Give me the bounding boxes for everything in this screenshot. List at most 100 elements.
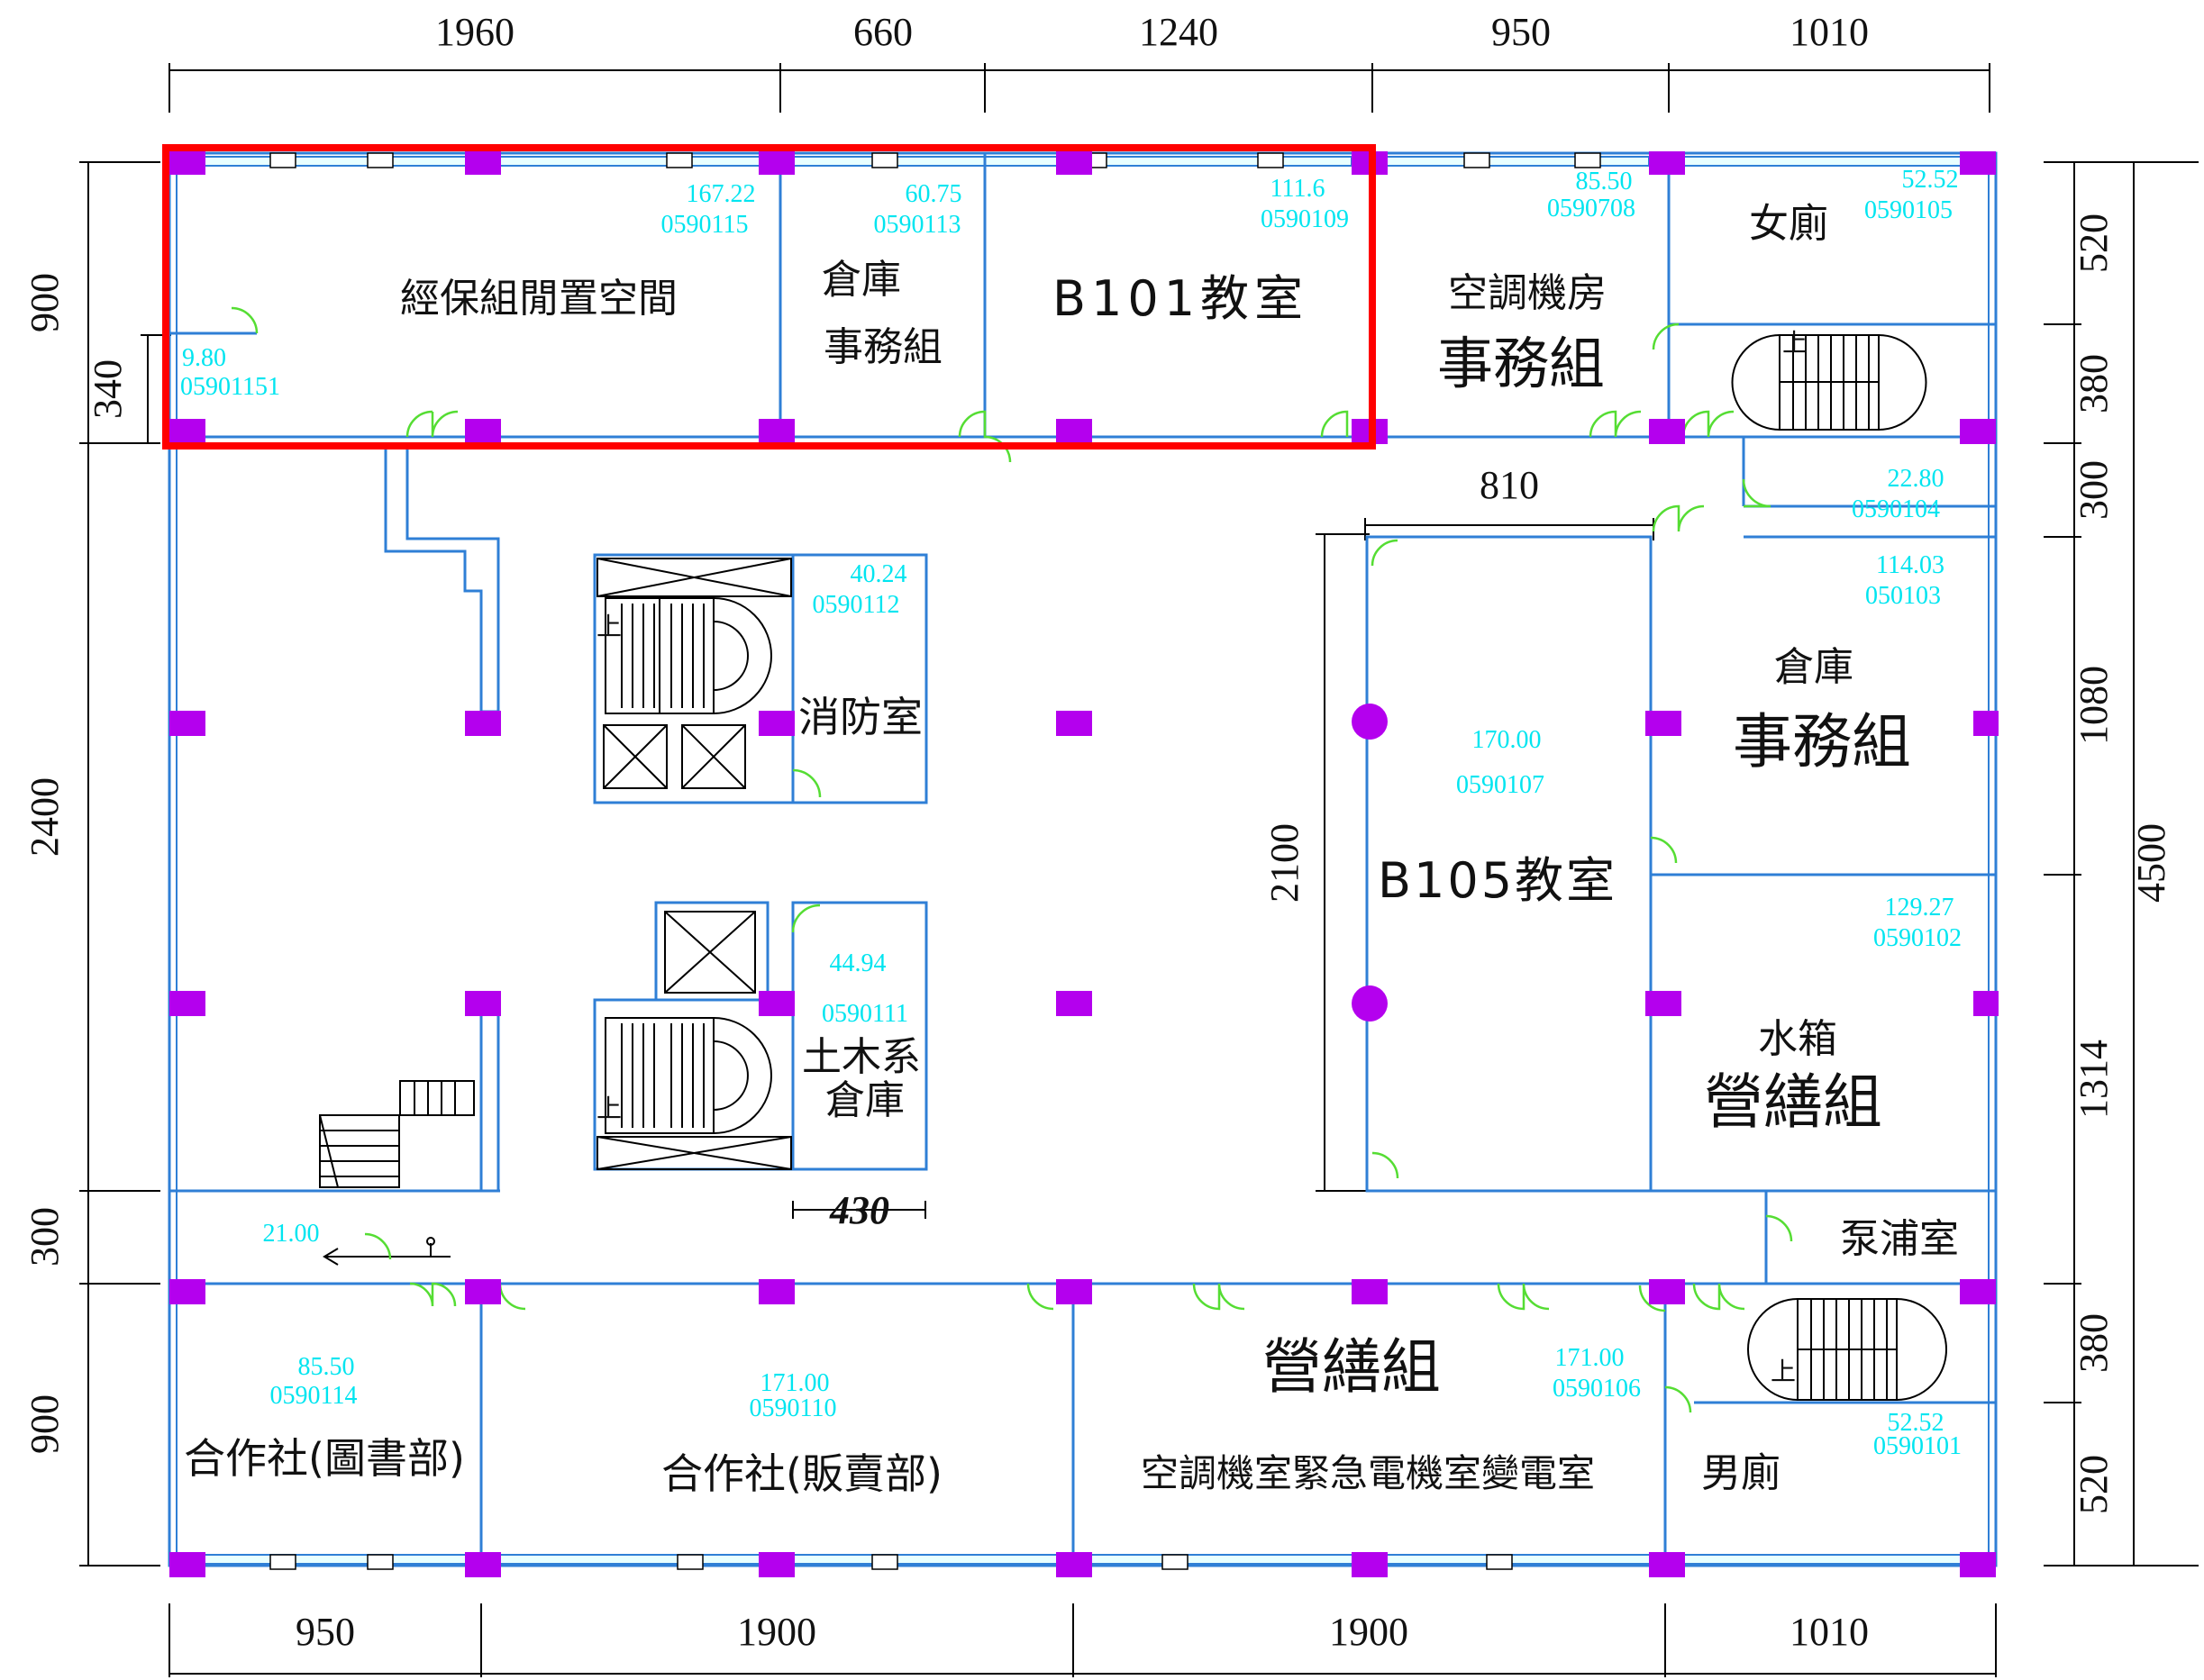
room-code: 05901151: [180, 373, 280, 401]
room-name: 事務組: [1733, 707, 1911, 776]
room-area: 60.75: [906, 180, 962, 208]
dim-top-3: 1240: [1139, 10, 1218, 54]
dim-left-3: 2400: [23, 777, 67, 857]
interior-walls: [169, 153, 1996, 1566]
dim-bottom-4: 1010: [1790, 1610, 1869, 1654]
dim-right-total: 4500: [2129, 823, 2173, 903]
stair-central-bottom: [605, 1017, 715, 1134]
stair-top-right: [1731, 334, 1927, 431]
room-area: 171.00: [760, 1369, 830, 1397]
dim-right-2: 380: [2072, 354, 2116, 413]
stair-up-label: 上: [1771, 1357, 1796, 1386]
room-name: 營繕組: [1704, 1067, 1882, 1137]
dim-left-2: 340: [86, 359, 130, 419]
dim-right-3: 300: [2072, 460, 2116, 520]
stair-up-label: 上: [1782, 328, 1808, 358]
room-name: 泵浦室: [1840, 1216, 1959, 1262]
room-name: 經保組閒置空間: [400, 276, 678, 322]
room-area: 52.52: [1888, 1409, 1944, 1437]
room-name: 合作社(圖書部): [184, 1434, 465, 1483]
room-name: 男廁: [1701, 1450, 1781, 1496]
dim-left-4: 300: [23, 1207, 67, 1267]
room-code: 0590111: [822, 1000, 908, 1028]
room-area: 167.22: [687, 180, 756, 208]
dim-top-5: 1010: [1790, 10, 1869, 54]
doors: [231, 306, 1793, 1413]
room-code: 0590102: [1873, 924, 1962, 952]
room-name: 營繕組: [1262, 1332, 1441, 1402]
dim-top-1: 1960: [435, 10, 515, 54]
room-name: 空調機房: [1448, 270, 1607, 316]
room-name: 事務組: [1437, 331, 1605, 396]
elevator-shaft-top: [597, 558, 792, 597]
room-name: 事務組: [824, 324, 943, 370]
dim-top-4: 950: [1491, 10, 1551, 54]
dim-right-1: 520: [2072, 213, 2116, 273]
room-code: 0590112: [813, 591, 900, 619]
dim-left-5: 900: [23, 1394, 67, 1454]
room-name: 合作社(販賣部): [661, 1449, 943, 1498]
dimension-lines: [79, 63, 2199, 1677]
outer-walls: [168, 151, 1998, 1567]
room-area: 22.80: [1888, 465, 1944, 493]
dim-right-4: 1080: [2072, 666, 2116, 745]
room-name: 水箱: [1758, 1016, 1837, 1062]
stair-up-label: 上: [597, 612, 622, 641]
room-name: 消防室: [798, 693, 923, 741]
columns: [169, 151, 1999, 1577]
dim-left-1: 900: [23, 273, 67, 332]
dim-right-5: 1314: [2072, 1040, 2116, 1119]
dimension-texts: 1960 660 1240 950 1010 950 1900 1900 101…: [23, 10, 2173, 1654]
room-code: 0590708: [1547, 195, 1635, 222]
room-labels: 167.22 0590115 經保組閒置空間 9.80 05901151 60.…: [180, 166, 1962, 1498]
room-name: 倉庫: [825, 1077, 905, 1123]
room-code: 0590109: [1261, 205, 1349, 233]
highlight-box: [162, 144, 1376, 450]
room-area: 114.03: [1876, 551, 1944, 579]
room-name: 土木系: [802, 1034, 921, 1080]
dim-bottom-3: 1900: [1329, 1610, 1408, 1654]
room-code: 0590114: [270, 1382, 358, 1410]
room-code: 0590110: [750, 1394, 837, 1422]
dim-bottom-1: 950: [296, 1610, 355, 1654]
room-area: 21.00: [263, 1220, 320, 1248]
room-area: 171.00: [1555, 1344, 1625, 1372]
room-name: 倉庫: [1774, 644, 1853, 690]
dim-right-7: 520: [2072, 1455, 2116, 1514]
room-code: 0590107: [1456, 771, 1544, 799]
room-area: 40.24: [851, 560, 907, 588]
room-name: 空調機室緊急電機室變電室: [1141, 1451, 1595, 1495]
stair-left: [319, 1080, 475, 1188]
room-area: 52.52: [1902, 166, 1959, 194]
room-code: 0590104: [1852, 495, 1940, 523]
room-name: B105教室: [1378, 852, 1617, 909]
room-code: 0590115: [661, 211, 749, 239]
room-area: 9.80: [182, 344, 226, 372]
room-name: 女廁: [1749, 201, 1828, 247]
dim-430: 430: [829, 1188, 889, 1232]
room-name: 倉庫: [822, 257, 901, 303]
room-area: 170.00: [1472, 726, 1542, 754]
stairs-elevators: 上 上 上 上: [319, 328, 1947, 1401]
room-area: 85.50: [1576, 168, 1633, 195]
stair-bottom-right: [1747, 1298, 1947, 1401]
room-code: 050103: [1865, 582, 1941, 610]
dim-bottom-2: 1900: [737, 1610, 816, 1654]
elevator-3: [664, 911, 756, 994]
room-code: 0590106: [1553, 1375, 1641, 1403]
room-code: 0590105: [1864, 196, 1953, 224]
room-area: 44.94: [830, 949, 887, 977]
windows: [179, 152, 1988, 1570]
dim-2100: 2100: [1262, 823, 1307, 903]
room-name: B101教室: [1052, 270, 1308, 327]
room-code: 0590113: [874, 211, 961, 239]
room-area: 129.27: [1885, 894, 1954, 922]
room-area: 85.50: [298, 1353, 355, 1381]
dim-810: 810: [1480, 463, 1539, 507]
elevator-2: [681, 724, 746, 789]
stair-up-label: 上: [597, 1094, 622, 1123]
room-area: 111.6: [1270, 175, 1325, 203]
elevator-1: [603, 724, 668, 789]
room-code: 0590101: [1873, 1432, 1962, 1460]
